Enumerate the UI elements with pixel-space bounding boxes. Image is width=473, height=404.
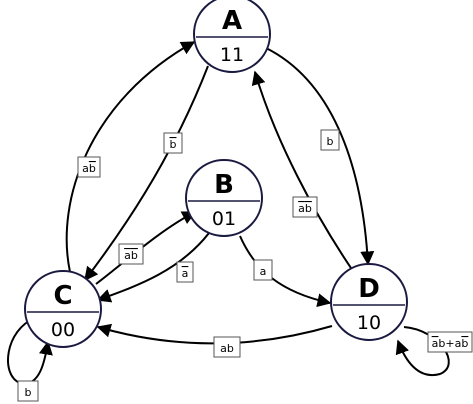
state-B-code: 01 [212,208,236,230]
transition-label-text: b [327,135,334,148]
state-A: A 11 [193,0,271,73]
edge-C-A [65,41,196,273]
label-C-C: b [17,380,39,402]
state-D-name: D [358,274,380,304]
transition-label-text: b [25,386,32,399]
state-C: C 00 [24,270,102,348]
transition-label-text: a [260,265,267,278]
state-D: D 10 [330,263,408,341]
label-C-B: ab [118,243,144,265]
transition-label-text: ab+ab [432,337,469,350]
edge-D-A [251,70,354,272]
edge-D-C [96,323,333,345]
label-D-C: ab [213,336,241,358]
transition-label-text: ab [124,249,138,262]
state-C-name: C [53,281,72,311]
state-A-code: 11 [220,44,244,66]
label-B-D: a [253,259,273,281]
state-C-code: 00 [51,319,75,341]
transition-label-text: ab [298,202,312,215]
state-B: B 01 [185,159,263,237]
label-D-D: ab+ab [427,331,473,353]
state-A-name: A [222,6,242,36]
label-A-D: b [320,129,340,151]
label-D-A: ab [292,196,318,218]
label-C-A: ab [77,156,101,178]
transition-label-text: a [182,267,189,280]
state-D-code: 10 [357,312,381,334]
transition-label-text: ab [220,342,234,355]
label-B-C: a [176,261,194,283]
edge-B-C [96,232,210,303]
edge-A-C [84,65,209,282]
transition-label-text: ab [82,162,96,175]
transition-label-text: b [170,138,177,151]
transition-labels: ab b b ab ab a a ab [17,129,473,402]
label-A-C: b [163,132,183,154]
state-B-name: B [214,170,234,200]
edge-A-D [265,47,375,266]
